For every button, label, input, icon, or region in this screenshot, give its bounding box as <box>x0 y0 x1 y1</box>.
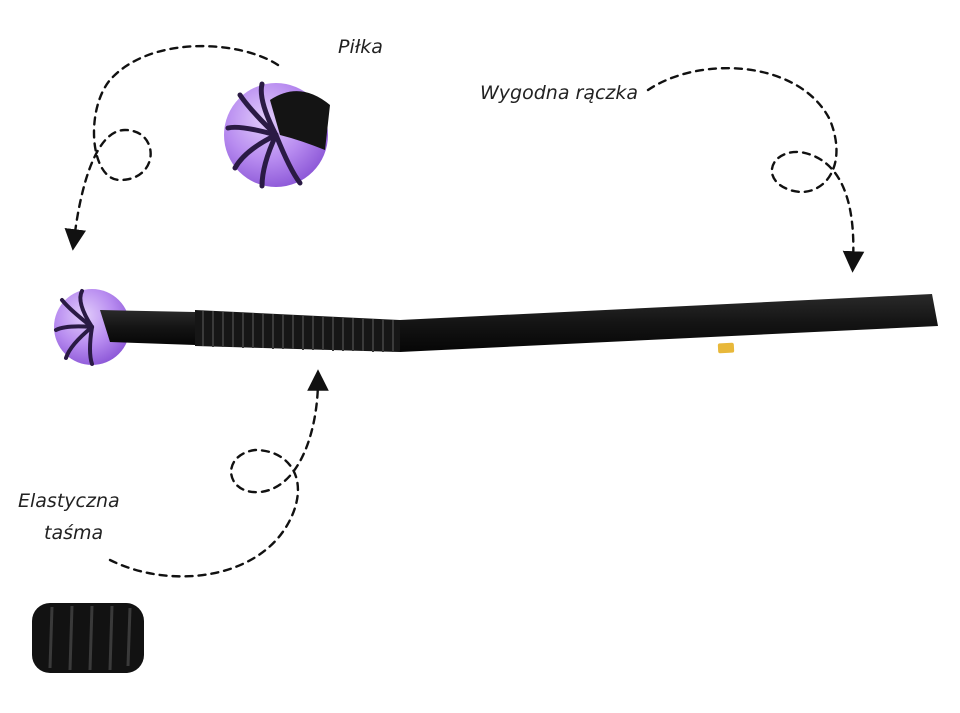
elastic-label-line2: taśma <box>44 522 104 544</box>
arrow-handle <box>646 67 865 273</box>
arrow-elastic <box>108 369 329 578</box>
handle-label: Wygodna rączka <box>480 82 639 104</box>
toy-ball-image <box>54 289 130 366</box>
elastic-label-line1: Elastyczna <box>18 490 120 512</box>
elastic-closeup-image <box>32 603 144 673</box>
ball-closeup-image <box>224 81 330 189</box>
strap-image <box>100 294 938 354</box>
arrow-ball <box>64 45 280 251</box>
ball-label: Piłka <box>338 36 383 58</box>
